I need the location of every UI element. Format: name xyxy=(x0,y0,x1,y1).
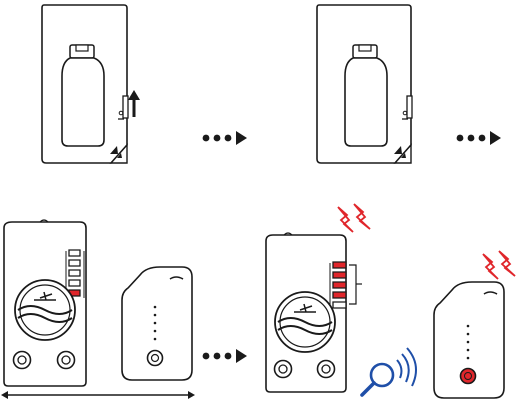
device-front-view-1 xyxy=(42,5,140,163)
up-arrow-icon xyxy=(128,90,140,117)
distance-arrow-icon xyxy=(1,391,195,399)
wireless-signal-icon xyxy=(397,348,416,386)
continue-arrow-icon xyxy=(203,131,247,145)
tag-alarm-button xyxy=(461,369,476,384)
bottle-icon xyxy=(62,45,104,146)
control-dial xyxy=(15,280,75,340)
bottle-icon xyxy=(345,45,387,146)
control-dial xyxy=(275,292,335,352)
magnifier-icon xyxy=(362,364,393,395)
alarm-lightning-icon xyxy=(483,251,515,279)
remote-tag-icon xyxy=(122,267,192,380)
monitor-device-1 xyxy=(4,220,86,386)
device-front-view-2 xyxy=(317,5,412,163)
alarm-lightning-icon xyxy=(338,204,370,232)
remote-tag-icon xyxy=(434,282,504,398)
monitor-device-2 xyxy=(266,233,362,392)
continue-arrow-icon xyxy=(457,131,501,145)
continue-arrow-icon xyxy=(203,349,247,363)
